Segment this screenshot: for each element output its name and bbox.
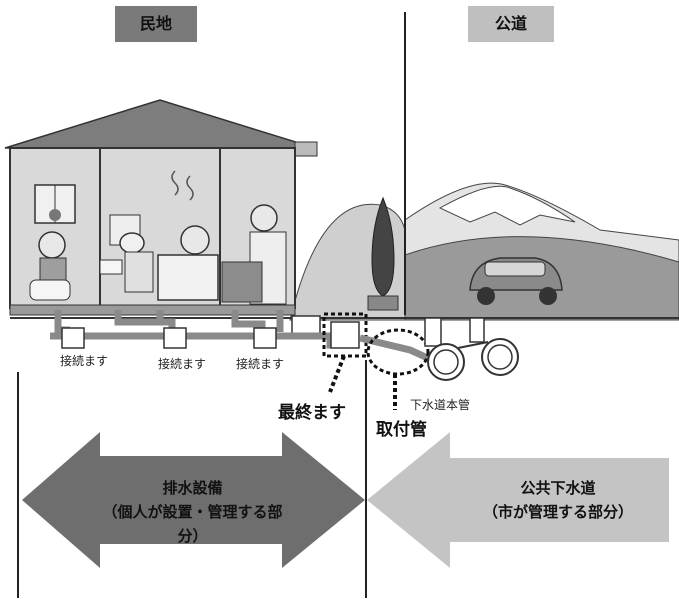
public-arrow-subtitle: （市が管理する部分） — [482, 503, 633, 521]
plant — [49, 209, 61, 221]
public-arrow-title: 公共下水道 — [520, 479, 596, 497]
manhole-shaft — [424, 317, 442, 347]
zone-label-private: 民地 — [115, 6, 197, 42]
car-windshield — [484, 261, 546, 277]
private-arrow-title: 排水設備 — [162, 479, 223, 497]
service-pipe-highlight — [366, 328, 430, 376]
person-wash-head — [119, 232, 145, 254]
arrow-private — [22, 432, 365, 568]
private-edge-line — [17, 372, 19, 598]
final-box-highlight — [322, 312, 368, 358]
zone-label-public: 公道 — [468, 6, 554, 42]
kitchen-sink — [221, 261, 263, 303]
connection-box-3 — [253, 327, 277, 349]
bathtub — [157, 254, 219, 301]
car-wheel-right — [539, 287, 557, 305]
final-box — [330, 321, 360, 349]
connection-box-2 — [163, 327, 187, 349]
house-roof — [4, 99, 316, 149]
final-box-label: 最終ます — [278, 403, 346, 423]
steam — [171, 170, 194, 201]
person-toilet-head — [38, 231, 66, 259]
private-arrow-text: 排水設備 （個人が設置・管理する部分） — [95, 476, 290, 548]
toilet — [29, 279, 71, 301]
public-arrow-text: 公共下水道 （市が管理する部分） — [458, 476, 658, 524]
connection-box-1 — [61, 327, 85, 349]
final-box-leader — [328, 355, 346, 393]
connection-box-label-1: 接続ます — [60, 354, 109, 368]
service-pipe-label: 取付管 — [376, 420, 427, 440]
property-boundary-line-lower — [365, 360, 367, 598]
person-wash-body — [124, 251, 154, 293]
house-floor — [9, 304, 296, 316]
person-bath-head — [180, 225, 210, 255]
manhole-shaft-2 — [469, 317, 485, 343]
connection-box-label-3: 接続ます — [236, 357, 285, 371]
person-kitchen-head — [250, 204, 278, 232]
snow-cap — [438, 185, 576, 226]
connection-box-label-2: 接続ます — [158, 357, 207, 371]
property-boundary-line-upper — [404, 12, 406, 315]
main-sewer-label: 下水道本管 — [410, 398, 471, 412]
service-pipe — [359, 334, 434, 364]
gutter — [294, 141, 318, 157]
tree-planter — [367, 295, 399, 311]
arrow-public — [367, 432, 669, 568]
house-drain-pipes — [50, 310, 345, 349]
private-arrow-subtitle: （個人が設置・管理する部分） — [102, 503, 283, 545]
washbasin — [99, 259, 123, 275]
car-wheel-left — [477, 287, 495, 305]
